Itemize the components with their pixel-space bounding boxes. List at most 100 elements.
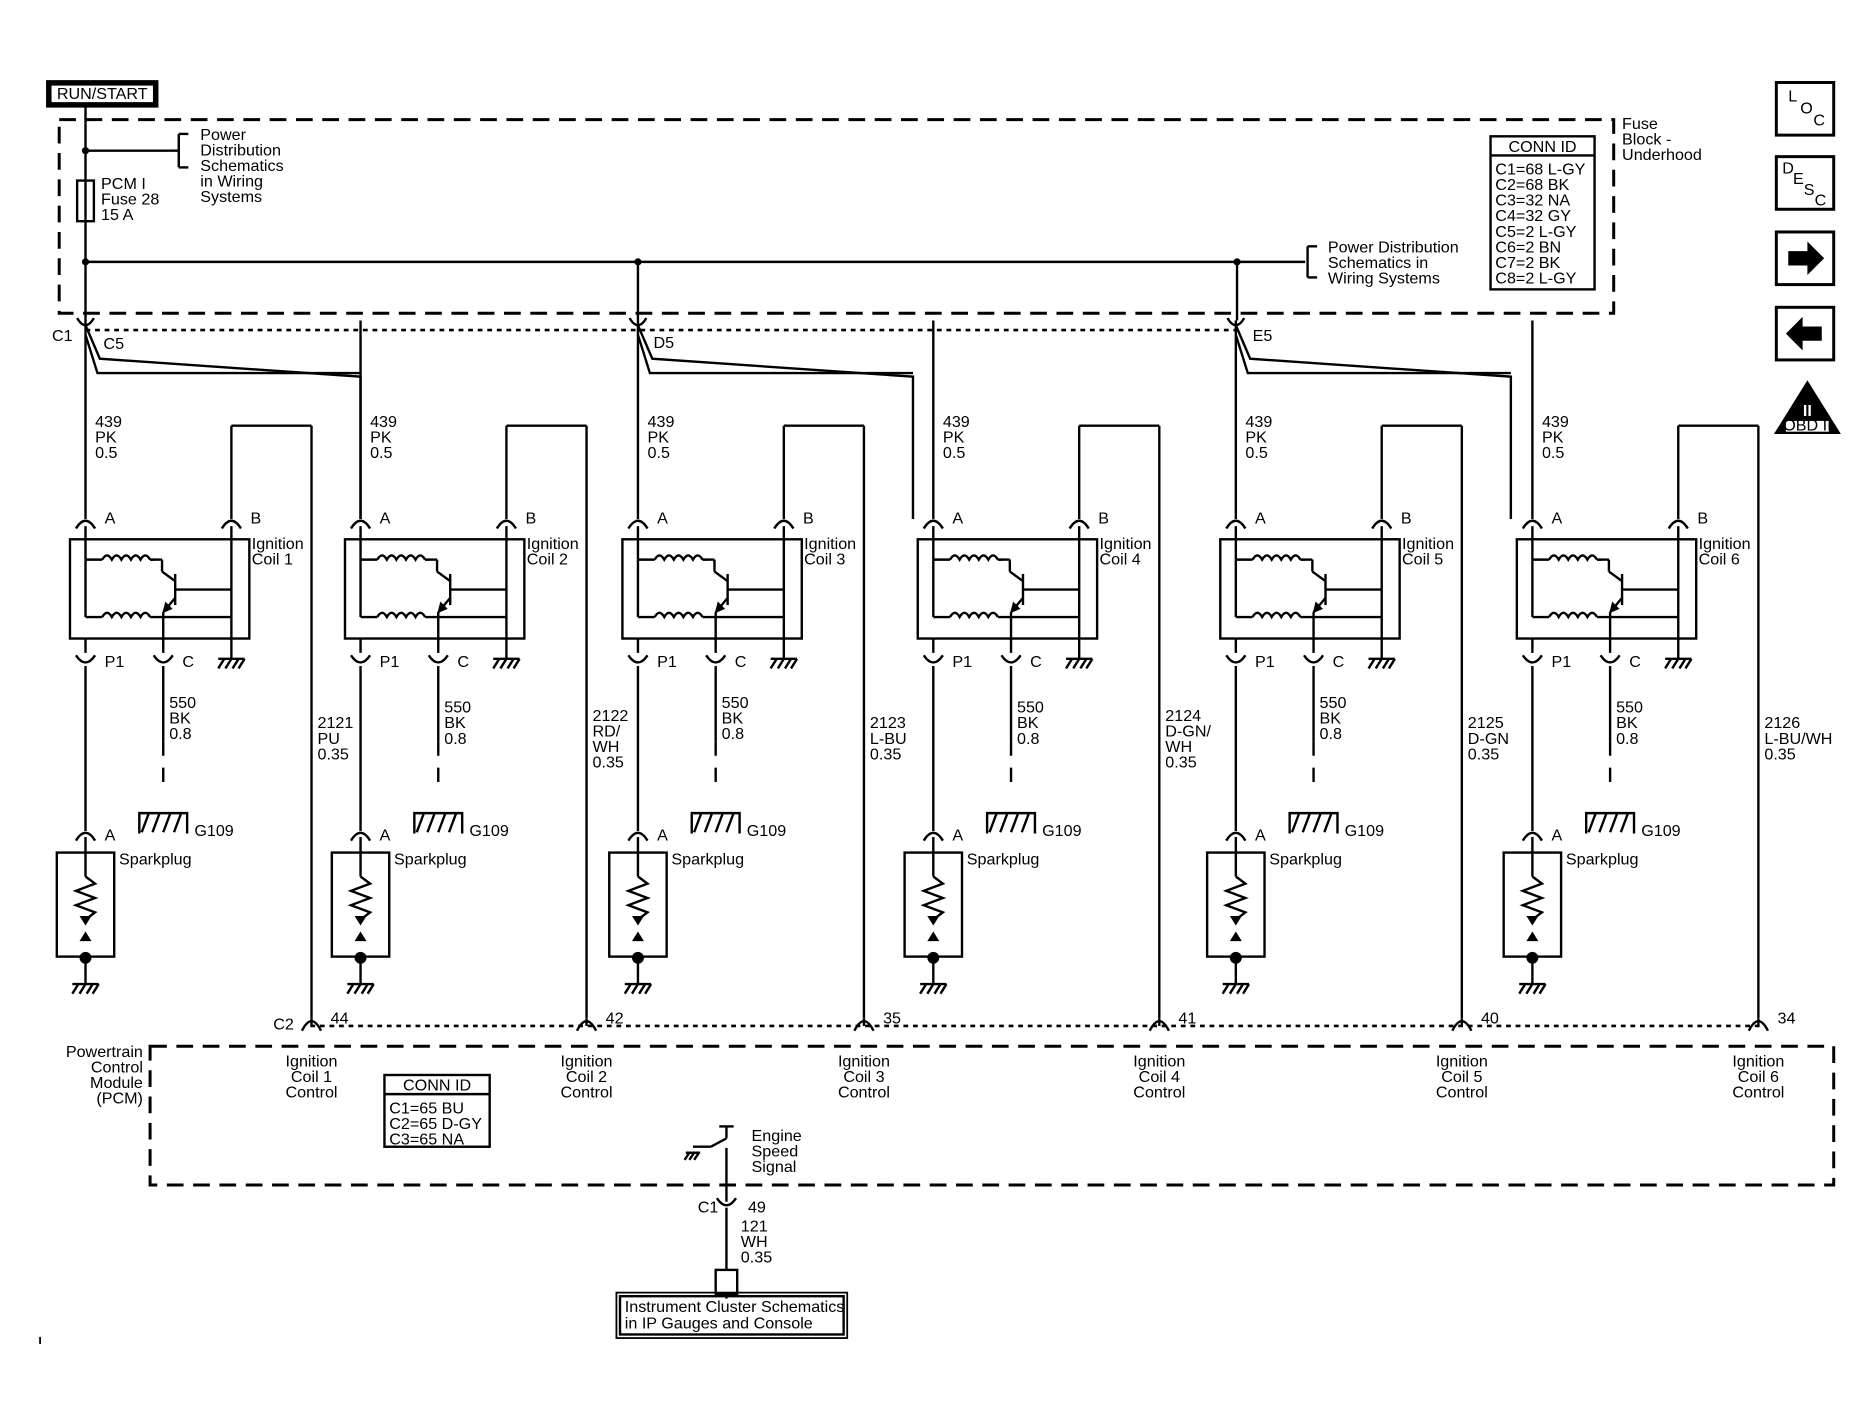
svg-text:C: C	[457, 653, 469, 671]
previous-page-button[interactable]	[1774, 305, 1836, 362]
svg-text:PK: PK	[1245, 428, 1267, 446]
svg-text:A: A	[1552, 827, 1563, 845]
connector-c1-label: C1	[52, 327, 73, 345]
svg-text:Coil 3: Coil 3	[804, 550, 845, 568]
svg-text:Coil 4: Coil 4	[1139, 1068, 1180, 1086]
svg-text:C: C	[1333, 653, 1345, 671]
svg-text:in IP Gauges and Console: in IP Gauges and Console	[625, 1314, 813, 1332]
svg-text:Sparkplug: Sparkplug	[967, 851, 1040, 869]
svg-text:C6=2 BN: C6=2 BN	[1495, 238, 1561, 256]
svg-text:0.5: 0.5	[1245, 444, 1267, 462]
next-page-button[interactable]	[1774, 230, 1836, 287]
svg-text:550: 550	[1017, 699, 1044, 717]
svg-text:A: A	[1255, 827, 1266, 845]
svg-text:BK: BK	[722, 709, 744, 727]
svg-text:Fuse 28: Fuse 28	[101, 190, 159, 208]
svg-text:Systems: Systems	[200, 188, 262, 206]
svg-text:550: 550	[722, 694, 749, 712]
svg-text:B: B	[251, 510, 262, 528]
svg-text:550: 550	[444, 699, 471, 717]
svg-text:PK: PK	[1542, 428, 1564, 446]
fuse-block-label: Fuse Block - Underhood	[1622, 115, 1702, 164]
pcm-box	[148, 1044, 1836, 1187]
sparkplug-4	[903, 837, 964, 995]
svg-text:Module: Module	[90, 1074, 143, 1092]
fuse-block-conn-id-table: CONN ID C1=68 L-GY C2=68 BK C3=32 NA C4=…	[1489, 135, 1596, 291]
svg-text:Powertrain: Powertrain	[66, 1043, 143, 1061]
svg-text:Ignition: Ignition	[1133, 1053, 1185, 1071]
svg-text:550: 550	[169, 694, 196, 712]
svg-text:Signal: Signal	[752, 1158, 797, 1176]
svg-text:41: 41	[1178, 1010, 1196, 1028]
svg-text:C7=2 BK: C7=2 BK	[1495, 254, 1560, 272]
connector-d5-label: D5	[653, 334, 674, 352]
svg-text:Distribution: Distribution	[200, 141, 281, 159]
svg-text:B: B	[1401, 510, 1412, 528]
svg-text:Wiring Systems: Wiring Systems	[1328, 269, 1440, 287]
power-distribution-ref-right: Power Distribution Schematics in Wiring …	[1328, 238, 1459, 287]
svg-text:C: C	[1813, 112, 1825, 130]
pcm-c2-label: C2	[273, 1016, 294, 1034]
svg-text:0.35: 0.35	[1764, 745, 1795, 763]
ignition-coil-2	[343, 526, 526, 640]
svg-text:BK: BK	[1616, 714, 1638, 732]
svg-text:Coil 5: Coil 5	[1441, 1068, 1482, 1086]
svg-text:Control: Control	[1732, 1084, 1784, 1102]
svg-text:Ignition: Ignition	[1402, 535, 1454, 553]
svg-text:2126: 2126	[1764, 714, 1800, 732]
svg-text:Coil 1: Coil 1	[252, 550, 293, 568]
svg-text:CONN ID: CONN ID	[403, 1077, 471, 1095]
svg-text:42: 42	[606, 1010, 624, 1028]
sparkplug-5	[1205, 837, 1266, 995]
svg-text:0.5: 0.5	[1542, 444, 1564, 462]
svg-text:O: O	[1800, 100, 1813, 118]
ignition-coil-1	[68, 526, 251, 640]
loc-button[interactable]: L O C	[1774, 81, 1836, 137]
pcm-label: Powertrain Control Module (PCM)	[66, 1043, 143, 1108]
svg-text:Ignition: Ignition	[838, 1053, 890, 1071]
svg-text:0.35: 0.35	[1468, 745, 1499, 763]
svg-text:2121: 2121	[317, 714, 353, 732]
run-start-label: RUN/START	[57, 85, 148, 103]
svg-text:0.5: 0.5	[943, 444, 965, 462]
pcm-fuse-label: PCM I Fuse 28 15 A	[101, 175, 159, 224]
svg-text:0.5: 0.5	[648, 444, 670, 462]
fuse-block-box	[57, 118, 1616, 315]
engine-speed-signal-switch	[683, 1125, 734, 1202]
ground-g109: G109	[1288, 811, 1384, 840]
sparkplug-1	[55, 837, 116, 995]
svg-text:Ignition: Ignition	[286, 1053, 338, 1071]
svg-text:C: C	[735, 653, 747, 671]
instrument-cluster-ref: Instrument Cluster Schematics in IP Gaug…	[615, 1291, 849, 1339]
svg-text:Coil 6: Coil 6	[1699, 550, 1740, 568]
sparkplug-2	[330, 837, 391, 995]
desc-button[interactable]: D E S C	[1774, 155, 1836, 211]
svg-text:C3=65 NA: C3=65 NA	[389, 1130, 464, 1148]
svg-text:C5=2 L-GY: C5=2 L-GY	[1495, 223, 1576, 241]
svg-text:Power Distribution: Power Distribution	[1328, 238, 1459, 256]
svg-text:BK: BK	[1320, 709, 1342, 727]
ground-g109: G109	[413, 811, 509, 840]
svg-text:15 A: 15 A	[101, 206, 134, 224]
svg-text:0.35: 0.35	[593, 754, 624, 772]
svg-text:0.35: 0.35	[741, 1249, 772, 1267]
svg-text:C: C	[182, 653, 194, 671]
svg-text:WH: WH	[1165, 738, 1192, 756]
svg-text:A: A	[952, 827, 963, 845]
svg-text:Coil 6: Coil 6	[1738, 1068, 1779, 1086]
svg-text:PK: PK	[648, 428, 670, 446]
